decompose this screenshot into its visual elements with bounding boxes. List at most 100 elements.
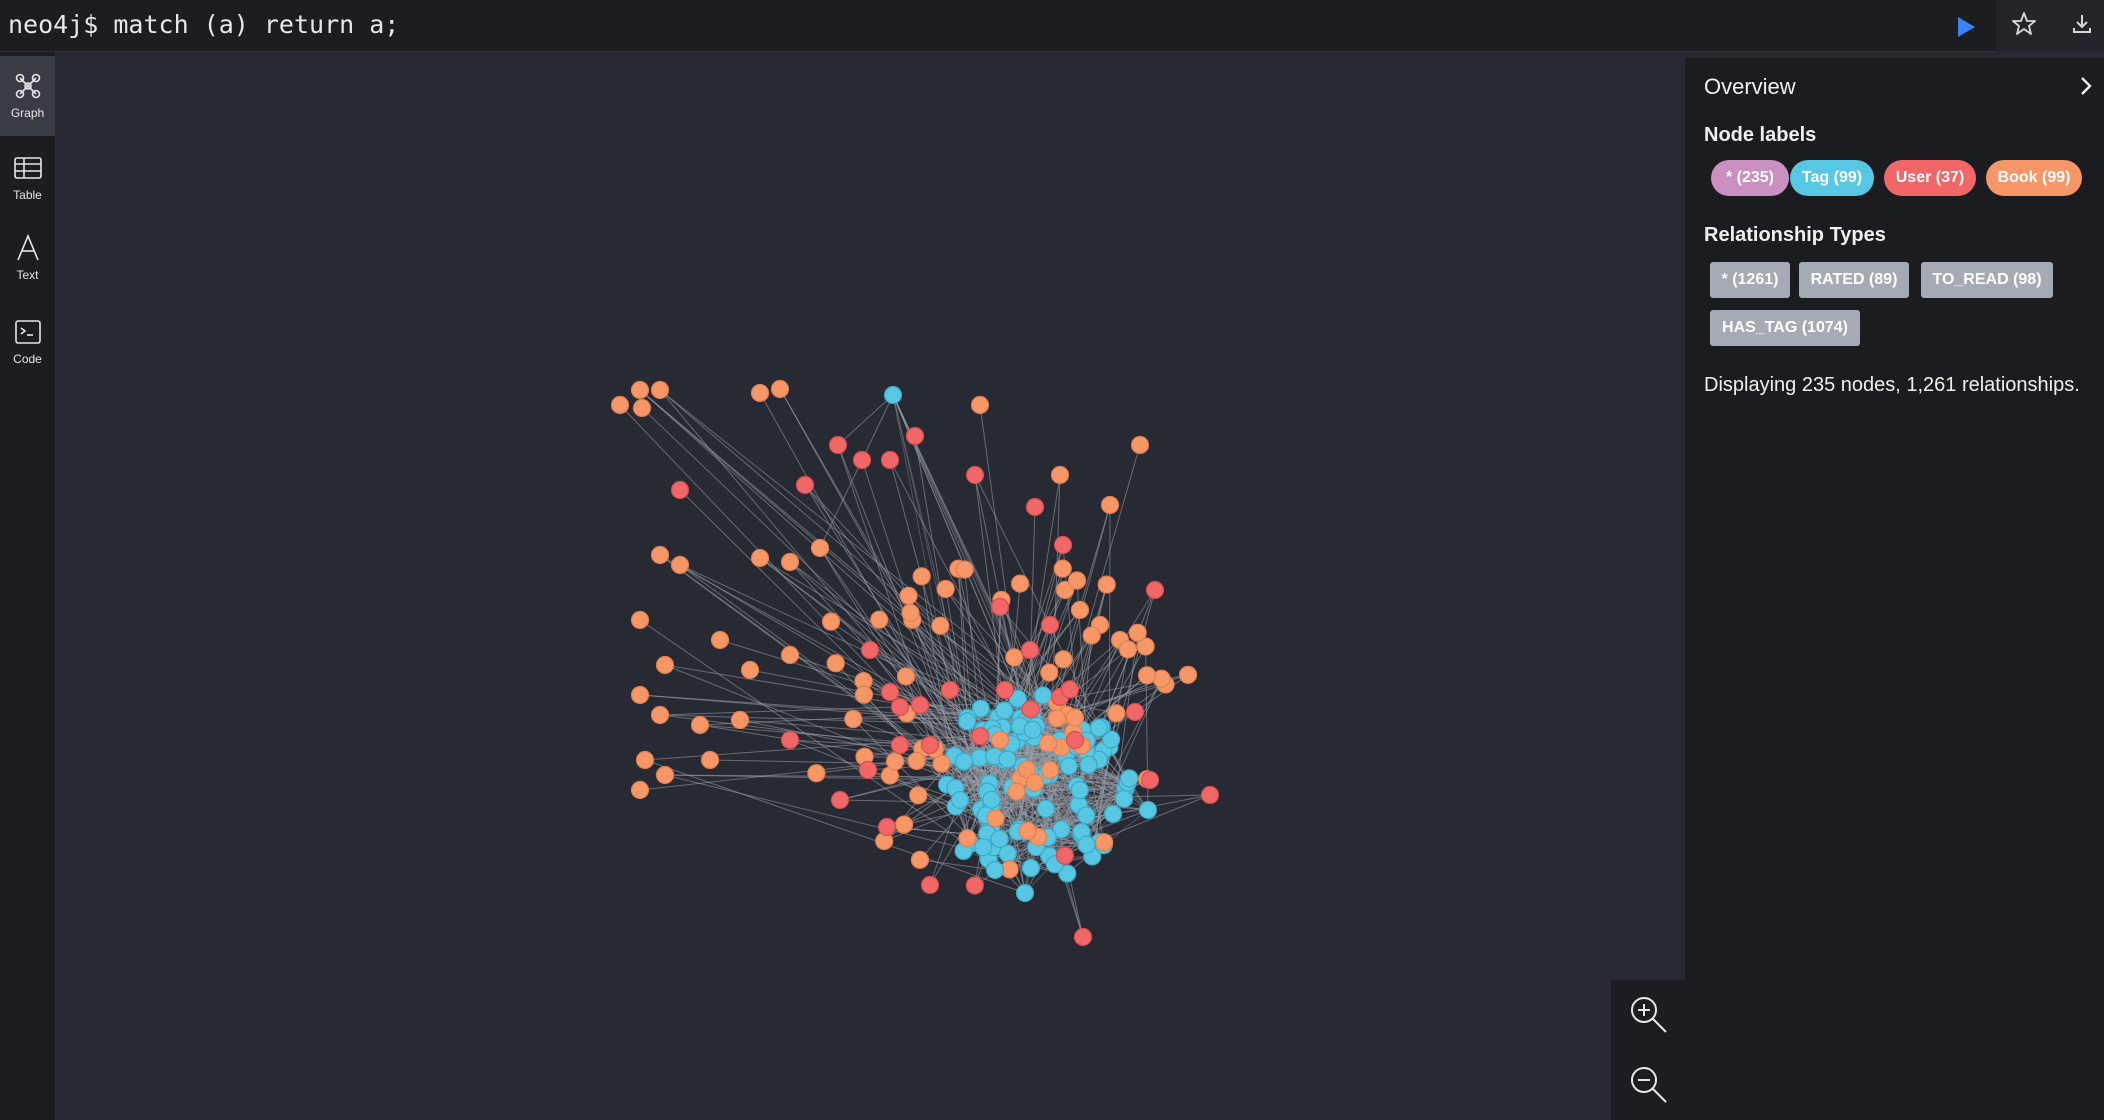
user-node[interactable] xyxy=(1073,927,1093,947)
tag-node[interactable] xyxy=(1120,769,1139,788)
book-node[interactable] xyxy=(821,612,841,631)
tag-node[interactable] xyxy=(985,860,1005,880)
user-node[interactable] xyxy=(1065,730,1085,750)
user-node[interactable] xyxy=(852,450,872,470)
tag-node[interactable] xyxy=(954,752,974,771)
book-node[interactable] xyxy=(909,786,928,805)
book-node[interactable] xyxy=(986,809,1005,828)
book-node[interactable] xyxy=(1097,575,1116,594)
book-node[interactable] xyxy=(1025,773,1044,792)
user-node[interactable] xyxy=(920,875,940,895)
book-node[interactable] xyxy=(936,579,955,599)
user-node[interactable] xyxy=(830,790,850,810)
user-node[interactable] xyxy=(890,697,910,717)
book-node[interactable] xyxy=(958,829,977,848)
user-node[interactable] xyxy=(1040,615,1060,635)
book-node[interactable] xyxy=(1054,650,1073,669)
user-node[interactable] xyxy=(877,817,897,837)
user-node[interactable] xyxy=(1020,640,1040,660)
book-node[interactable] xyxy=(1095,833,1114,852)
book-node[interactable] xyxy=(650,380,670,400)
book-node[interactable] xyxy=(1130,435,1150,455)
rel-type-to-read[interactable]: TO_READ (98) xyxy=(1921,262,2053,298)
chevron-right-icon[interactable] xyxy=(2075,74,2097,98)
book-node[interactable] xyxy=(907,751,926,771)
book-node[interactable] xyxy=(690,715,710,735)
book-node[interactable] xyxy=(1107,704,1126,723)
node-label-book[interactable]: Book (99) xyxy=(1986,160,2082,196)
book-node[interactable] xyxy=(870,610,889,629)
book-node[interactable] xyxy=(750,548,770,568)
book-node[interactable] xyxy=(780,645,800,665)
sidebar-item-code[interactable]: Code xyxy=(0,302,55,382)
tag-node[interactable] xyxy=(1103,804,1123,824)
tag-node[interactable] xyxy=(1021,858,1041,878)
star-icon[interactable] xyxy=(2010,10,2038,38)
book-node[interactable] xyxy=(970,395,990,415)
book-node[interactable] xyxy=(1010,574,1030,593)
book-node[interactable] xyxy=(1050,465,1070,485)
book-node[interactable] xyxy=(1017,760,1037,779)
book-node[interactable] xyxy=(610,395,630,415)
book-node[interactable] xyxy=(1136,637,1155,656)
book-node[interactable] xyxy=(1047,709,1066,728)
tag-node[interactable] xyxy=(1089,718,1108,738)
book-node[interactable] xyxy=(1053,559,1072,578)
user-node[interactable] xyxy=(971,727,990,746)
tag-node[interactable] xyxy=(1070,781,1089,800)
book-node[interactable] xyxy=(1067,571,1087,590)
zoom-in-icon[interactable] xyxy=(1626,992,1670,1036)
user-node[interactable] xyxy=(940,680,960,700)
tag-node[interactable] xyxy=(1036,799,1055,818)
book-node[interactable] xyxy=(730,710,750,730)
tag-node[interactable] xyxy=(1059,757,1079,776)
book-node[interactable] xyxy=(1137,666,1157,685)
tag-node[interactable] xyxy=(1138,800,1158,820)
tag-node[interactable] xyxy=(1058,864,1077,883)
book-node[interactable] xyxy=(780,552,800,572)
book-node[interactable] xyxy=(630,610,650,630)
book-node[interactable] xyxy=(630,685,650,705)
user-node[interactable] xyxy=(860,640,880,660)
user-node[interactable] xyxy=(828,435,848,455)
user-node[interactable] xyxy=(1125,702,1145,722)
play-icon[interactable] xyxy=(1950,12,1980,42)
user-node[interactable] xyxy=(1145,580,1165,600)
book-node[interactable] xyxy=(750,383,770,403)
rel-type-has-tag[interactable]: HAS_TAG (1074) xyxy=(1710,310,1860,346)
book-node[interactable] xyxy=(1100,495,1120,515)
user-node[interactable] xyxy=(858,760,878,780)
tag-node[interactable] xyxy=(1015,883,1035,903)
book-node[interactable] xyxy=(650,545,670,565)
tag-node[interactable] xyxy=(958,712,977,731)
tag-node[interactable] xyxy=(1077,806,1096,825)
user-node[interactable] xyxy=(905,426,925,446)
book-node[interactable] xyxy=(955,560,974,579)
book-node[interactable] xyxy=(896,667,916,686)
book-node[interactable] xyxy=(655,765,675,785)
book-node[interactable] xyxy=(1128,623,1147,642)
tag-node[interactable] xyxy=(982,790,1001,809)
sidebar-item-text[interactable]: Text xyxy=(0,218,55,298)
book-node[interactable] xyxy=(1005,648,1024,667)
book-node[interactable] xyxy=(1118,640,1138,659)
user-node[interactable] xyxy=(1053,535,1073,555)
book-node[interactable] xyxy=(632,398,652,418)
tag-node[interactable] xyxy=(1114,789,1134,808)
book-node[interactable] xyxy=(1082,626,1101,645)
book-node[interactable] xyxy=(740,660,760,680)
book-node[interactable] xyxy=(710,630,730,650)
book-node[interactable] xyxy=(670,555,690,575)
book-node[interactable] xyxy=(655,655,675,675)
user-node[interactable] xyxy=(995,680,1015,700)
user-node[interactable] xyxy=(1055,846,1074,865)
user-node[interactable] xyxy=(880,682,900,702)
tag-node[interactable] xyxy=(971,699,990,718)
user-node[interactable] xyxy=(880,450,900,470)
book-node[interactable] xyxy=(894,815,914,834)
book-node[interactable] xyxy=(807,764,826,783)
tag-node[interactable] xyxy=(998,750,1017,769)
book-node[interactable] xyxy=(1055,580,1075,600)
graph-canvas[interactable] xyxy=(55,52,1685,1120)
user-node[interactable] xyxy=(1025,497,1045,517)
